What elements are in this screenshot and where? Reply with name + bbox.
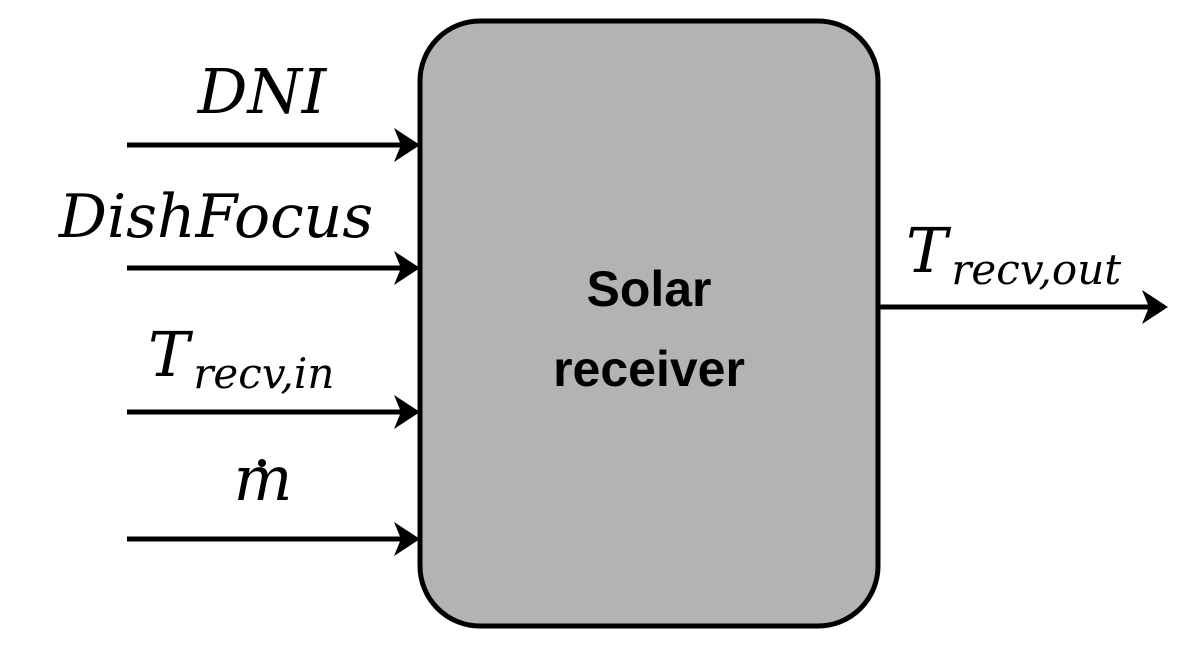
t-recv-out-main: T [906, 214, 952, 287]
label-t-recv-in: Trecv,in [148, 318, 334, 398]
label-dni: DNI [197, 55, 328, 128]
solar-receiver-block [417, 18, 881, 629]
m-dot-accent [258, 459, 266, 467]
t-recv-in-main: T [148, 318, 194, 391]
t-recv-in-sub: recv,in [193, 349, 334, 398]
label-m-dot: m [234, 442, 293, 515]
m-dot-main: m [234, 442, 293, 515]
label-dish-focus: DishFocus [58, 182, 373, 252]
label-t-recv-out: Trecv,out [906, 214, 1121, 294]
t-recv-out-sub: recv,out [951, 245, 1121, 294]
block-title-line2: receiver [553, 341, 745, 397]
block-title-line1: Solar [586, 261, 711, 317]
input-arrow-m-dot [127, 522, 420, 556]
input-arrow-t-recv-in [127, 395, 420, 429]
output-arrow-t-recv-out [878, 290, 1168, 324]
input-arrow-dish-focus [127, 251, 420, 285]
input-arrow-dni [127, 128, 420, 162]
